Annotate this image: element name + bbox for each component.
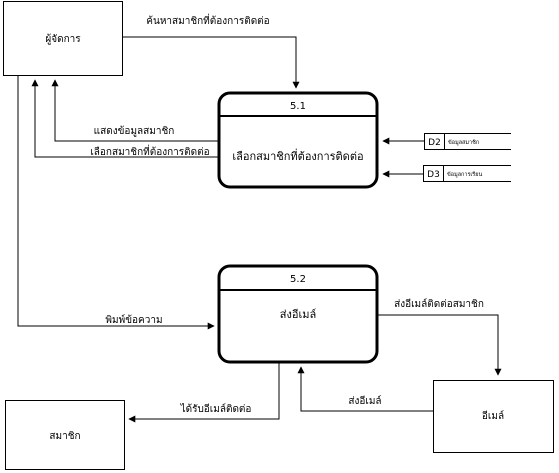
entity-member: สมาชิก — [5, 400, 125, 470]
datastore-d2-name: ข้อมูลสมาชิก — [448, 139, 479, 146]
flow-show-member-data: แสดงข้อมูลสมาชิก — [51, 79, 218, 142]
entity-email-label: อีเมล์ — [482, 410, 504, 422]
flow-search-member: ค้นหาสมาชิกที่ต้องการติดต่อ — [123, 13, 300, 89]
datastore-d3-id: D3 — [427, 170, 440, 180]
flow-type-message-label: พิมพ์ข้อความ — [105, 314, 162, 326]
process-5-1-id: 5.1 — [290, 101, 306, 112]
process-5-2: 5.2 ส่งอีเมล์ — [217, 264, 379, 364]
flow-search-member-label: ค้นหาสมาชิกที่ต้องการติดต่อ — [146, 13, 269, 27]
flow-select-member: เลือกสมาชิกที่ต้องการติดต่อ — [31, 79, 218, 158]
flow-send-email-label: ส่งอีเมล์ — [348, 395, 381, 407]
flow-select-member-label: เลือกสมาชิกที่ต้องการติดต่อ — [90, 144, 209, 158]
flow-type-message: พิมพ์ข้อความ — [17, 76, 215, 330]
datastore-d2-id: D2 — [428, 138, 441, 148]
entity-email: อีเมล์ — [433, 380, 554, 453]
process-5-2-id: 5.2 — [290, 274, 306, 285]
process-5-1-name: เลือกสมาชิกที่ต้องการติดต่อ — [232, 148, 363, 163]
entity-manager-label: ผู้จัดการ — [45, 33, 81, 45]
entity-manager: ผู้จัดการ — [3, 1, 123, 76]
datastore-d3-name: ข้อมูลการเรียน — [447, 171, 482, 178]
flow-send-email: ส่งอีเมล์ — [297, 366, 433, 412]
flow-show-member-data-label: แสดงข้อมูลสมาชิก — [94, 125, 175, 137]
flow-receive-email: ได้รับอีเมล์ติดต่อ — [128, 363, 280, 423]
entity-member-label: สมาชิก — [49, 431, 80, 442]
process-5-2-name: ส่งอีเมล์ — [280, 308, 316, 321]
datastore-d3: D3 ข้อมูลการเรียน — [423, 165, 511, 182]
datastore-d2: D2 ข้อมูลสมาชิก — [424, 133, 511, 150]
flow-receive-email-label: ได้รับอีเมล์ติดต่อ — [180, 403, 252, 415]
flow-send-email-contact-label: ส่งอีเมล์ติดต่อสมาชิก — [394, 298, 484, 310]
flow-send-email-contact: ส่งอีเมล์ติดต่อสมาชิก — [378, 298, 502, 376]
process-5-1: 5.1 เลือกสมาชิกที่ต้องการติดต่อ — [217, 91, 379, 189]
